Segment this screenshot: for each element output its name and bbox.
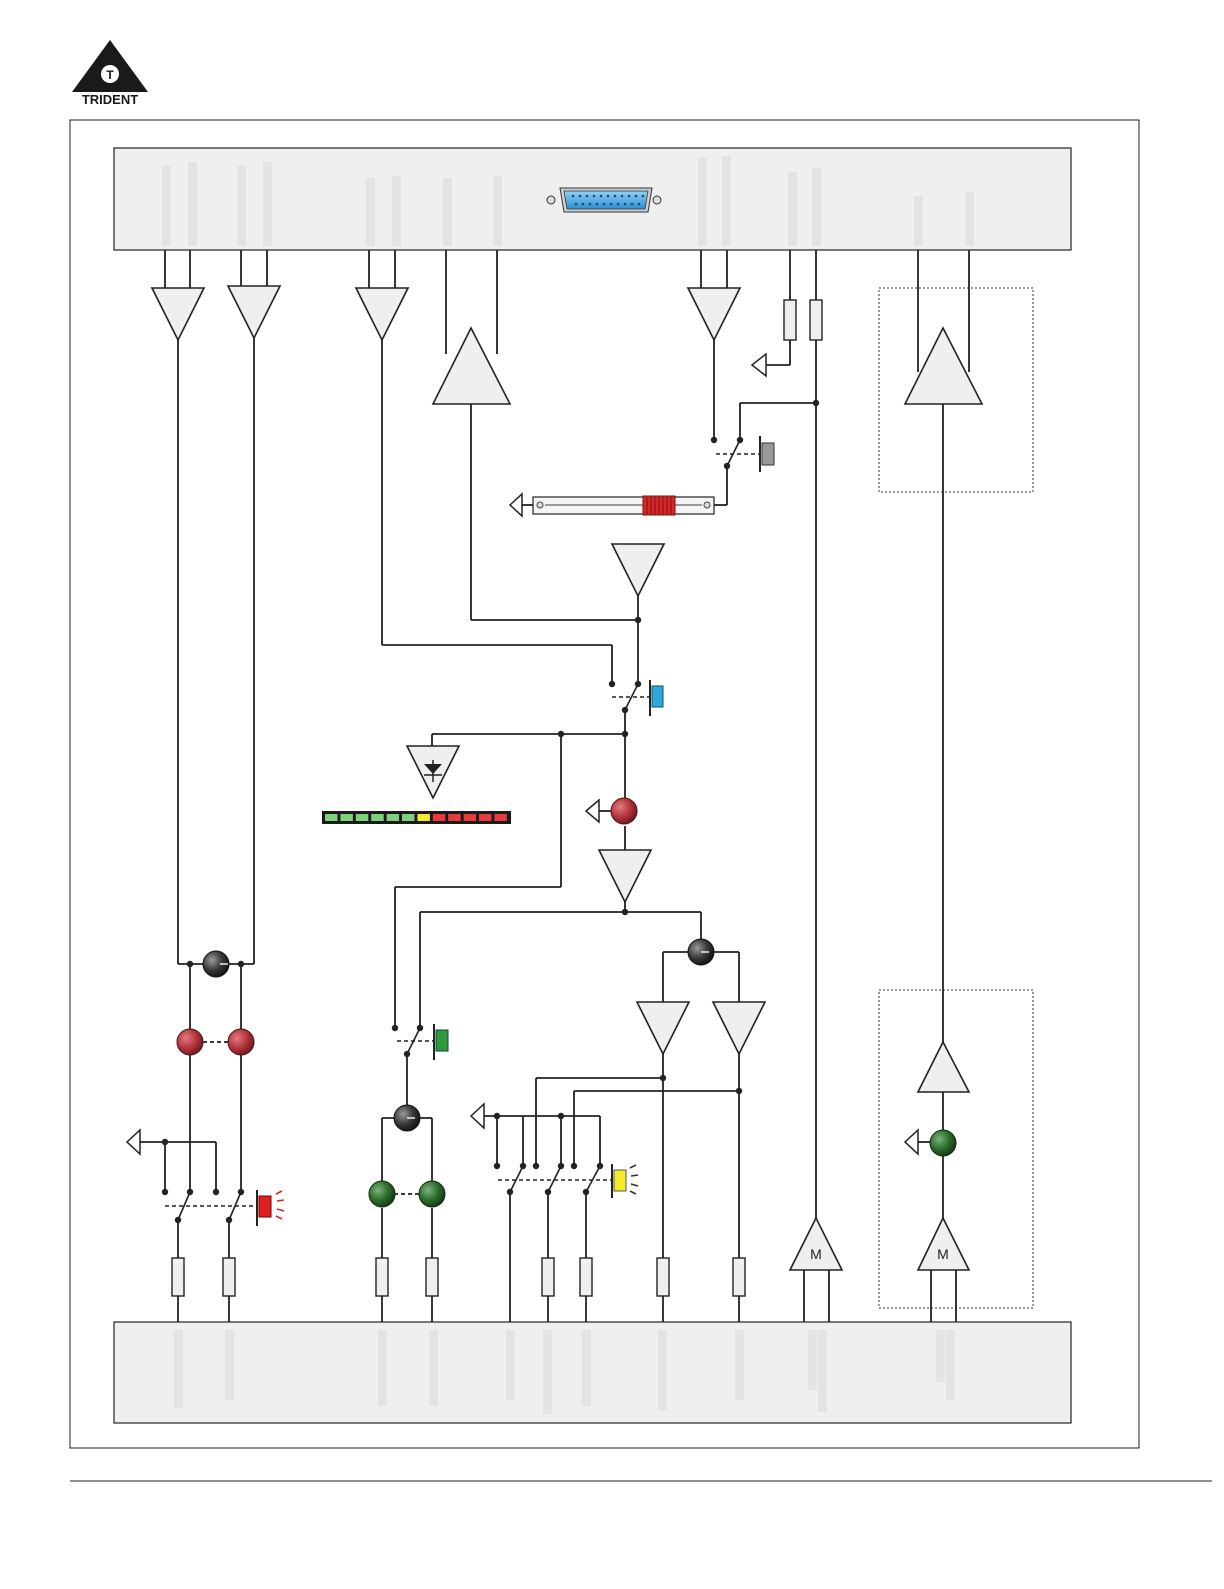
- fader-icon[interactable]: [533, 496, 714, 515]
- post-pan-amp: [599, 850, 651, 902]
- big-amp-center: [433, 328, 510, 404]
- meter-segment: [356, 814, 369, 821]
- knob-red-left-a[interactable]: [177, 1029, 203, 1055]
- ground-arrow-icon: [905, 1130, 918, 1154]
- up-amp-right: [918, 1042, 969, 1092]
- amp-m-label-1: M: [810, 1246, 822, 1262]
- knob-green-left[interactable]: [369, 1181, 395, 1207]
- diagram-frame: [70, 120, 1139, 1448]
- switch-gray-button[interactable]: [760, 436, 774, 472]
- knob-black-pan-center[interactable]: [688, 939, 714, 965]
- input-amp-2: [228, 286, 280, 338]
- knob-black-aux[interactable]: [394, 1105, 420, 1131]
- svg-text:T: T: [106, 68, 114, 82]
- meter-segment: [340, 814, 353, 821]
- knobs: [177, 798, 956, 1207]
- knob-green-return[interactable]: [930, 1130, 956, 1156]
- wiring: [140, 250, 969, 1322]
- led-meter-icon: [322, 811, 511, 824]
- knob-black-pan-left[interactable]: [203, 951, 229, 977]
- ground-arrow-icon: [752, 354, 766, 376]
- amplifiers: [152, 286, 982, 1270]
- bottom-panel: [114, 1322, 1071, 1423]
- top-panel: [114, 148, 1071, 250]
- brand-name: TRIDENT: [82, 92, 138, 107]
- meter-segment: [479, 814, 492, 821]
- meter-segment: [325, 814, 338, 821]
- knob-red-left-b[interactable]: [228, 1029, 254, 1055]
- ground-arrow-icon: [127, 1130, 140, 1154]
- switch-blue-button[interactable]: [650, 680, 663, 716]
- input-amp-3: [356, 288, 408, 340]
- meter-segment: [494, 814, 507, 821]
- knob-red-gain[interactable]: [611, 798, 637, 824]
- m-amp-2: [918, 1218, 969, 1270]
- output-amp-left: [637, 1002, 689, 1054]
- meter-segment: [371, 814, 384, 821]
- d-sub-connector-icon: [547, 188, 661, 212]
- meter-segment: [387, 814, 400, 821]
- knob-green-right[interactable]: [419, 1181, 445, 1207]
- switch-yellow-button[interactable]: [612, 1164, 638, 1198]
- output-amp-right: [713, 1002, 765, 1054]
- ground-arrow-icon: [586, 800, 599, 822]
- ground-arrow-icon: [510, 494, 522, 516]
- meter-segment: [402, 814, 415, 821]
- switch-red-button[interactable]: [257, 1190, 284, 1226]
- big-amp-right: [905, 328, 982, 404]
- switch-green-button[interactable]: [434, 1024, 448, 1060]
- trident-logo: T TRIDENT: [72, 40, 148, 107]
- meter-segment: [464, 814, 477, 821]
- input-amp-1: [152, 288, 204, 340]
- meter-segment: [433, 814, 446, 821]
- m-amp-1: [790, 1218, 842, 1270]
- ground-arrow-icon: [471, 1104, 484, 1128]
- fader-amp: [612, 544, 664, 596]
- amp-m-label-2: M: [937, 1246, 949, 1262]
- meter-segment: [448, 814, 461, 821]
- input-amp-4: [688, 288, 740, 340]
- meter-segment: [417, 814, 430, 821]
